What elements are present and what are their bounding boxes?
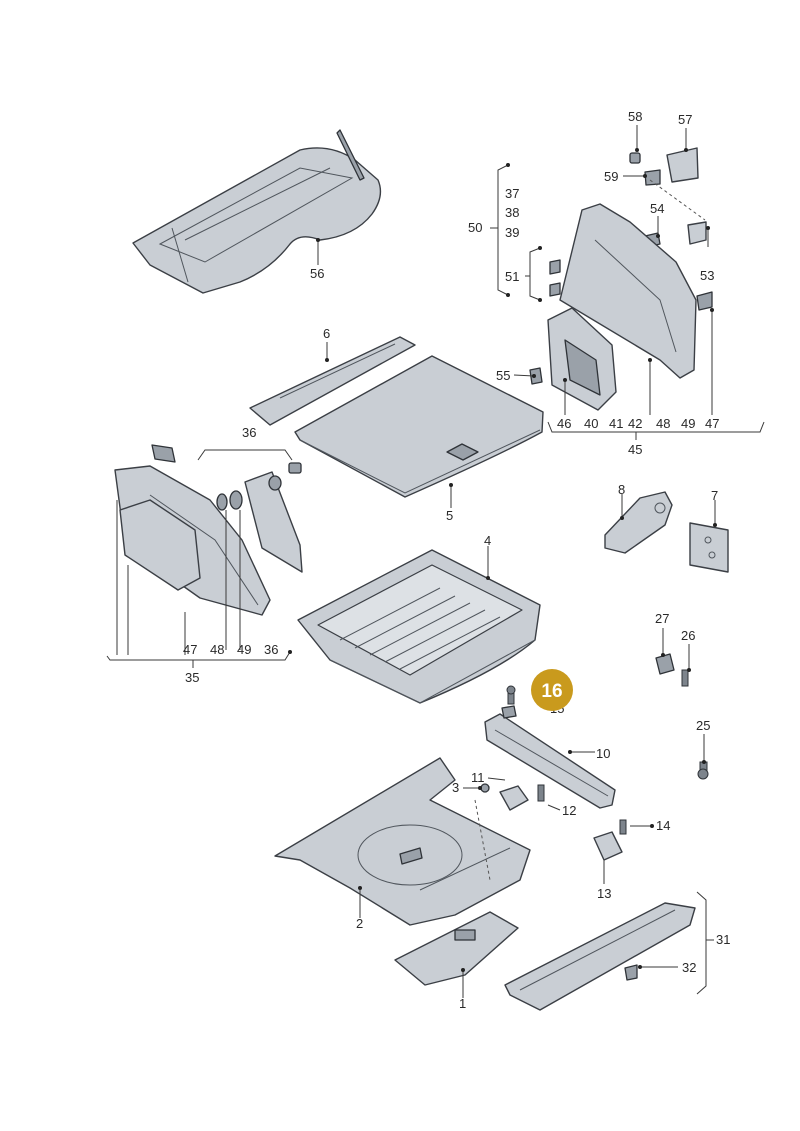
label-55: 55 bbox=[496, 368, 510, 383]
label-50: 50 bbox=[468, 220, 482, 235]
label-14: 14 bbox=[656, 818, 670, 833]
parcel-shelf-part bbox=[132, 129, 382, 294]
label-40: 40 bbox=[584, 416, 598, 431]
label-10: 10 bbox=[596, 746, 610, 761]
brackets-lower bbox=[480, 783, 627, 861]
label-5: 5 bbox=[446, 508, 453, 523]
label-56: 56 bbox=[310, 266, 324, 281]
bracket-part bbox=[604, 491, 673, 554]
label-46: 46 bbox=[557, 416, 571, 431]
label-35: 35 bbox=[185, 670, 199, 685]
highlight-badge[interactable]: 16 bbox=[531, 669, 573, 711]
leader-dots bbox=[288, 148, 717, 972]
label-26: 26 bbox=[681, 628, 695, 643]
label-42: 42 bbox=[628, 416, 642, 431]
left-side-trim-part bbox=[114, 444, 303, 616]
label-48-left: 48 bbox=[210, 642, 224, 657]
label-37: 37 bbox=[505, 186, 519, 201]
sill-cover-part bbox=[504, 902, 696, 1011]
label-47-left: 47 bbox=[183, 642, 197, 657]
label-47-right: 47 bbox=[705, 416, 719, 431]
label-58: 58 bbox=[628, 109, 642, 124]
label-32: 32 bbox=[682, 960, 696, 975]
leader-lines bbox=[106, 125, 765, 998]
label-2: 2 bbox=[356, 916, 363, 931]
label-27: 27 bbox=[655, 611, 669, 626]
trim-strip-part bbox=[249, 336, 416, 426]
label-1: 1 bbox=[459, 996, 466, 1011]
label-38: 38 bbox=[505, 205, 519, 220]
floor-pan-part bbox=[274, 757, 531, 926]
label-51: 51 bbox=[505, 269, 519, 284]
label-53: 53 bbox=[700, 268, 714, 283]
small-fasteners-right bbox=[655, 653, 709, 780]
label-49-right: 49 bbox=[681, 416, 695, 431]
label-36-left: 36 bbox=[264, 642, 278, 657]
label-59: 59 bbox=[604, 169, 618, 184]
label-57: 57 bbox=[678, 112, 692, 127]
label-49-left: 49 bbox=[237, 642, 251, 657]
callout-labels: 58 57 59 37 38 39 50 54 53 51 56 6 55 46… bbox=[183, 109, 730, 1011]
label-13: 13 bbox=[597, 886, 611, 901]
label-6: 6 bbox=[323, 326, 330, 341]
label-39: 39 bbox=[505, 225, 519, 240]
label-12: 12 bbox=[562, 803, 576, 818]
label-8: 8 bbox=[618, 482, 625, 497]
luggage-tray-part bbox=[297, 549, 541, 704]
label-11: 11 bbox=[471, 770, 485, 785]
label-41: 41 bbox=[609, 416, 623, 431]
label-31: 31 bbox=[716, 932, 730, 947]
label-48-right: 48 bbox=[656, 416, 670, 431]
label-25: 25 bbox=[696, 718, 710, 733]
right-side-trim-part bbox=[529, 203, 697, 411]
plate-part bbox=[689, 522, 729, 573]
label-4: 4 bbox=[484, 533, 491, 548]
label-45: 45 bbox=[628, 442, 642, 457]
label-3: 3 bbox=[452, 780, 459, 795]
highlight-label: 16 bbox=[541, 681, 562, 702]
label-36-top: 36 bbox=[242, 425, 256, 440]
cover-panel-part bbox=[394, 911, 519, 986]
label-54: 54 bbox=[650, 201, 664, 216]
highlight-circle bbox=[531, 669, 573, 711]
sill-panel-part bbox=[484, 685, 616, 809]
label-7: 7 bbox=[711, 488, 718, 503]
floor-cover-part bbox=[294, 355, 544, 498]
